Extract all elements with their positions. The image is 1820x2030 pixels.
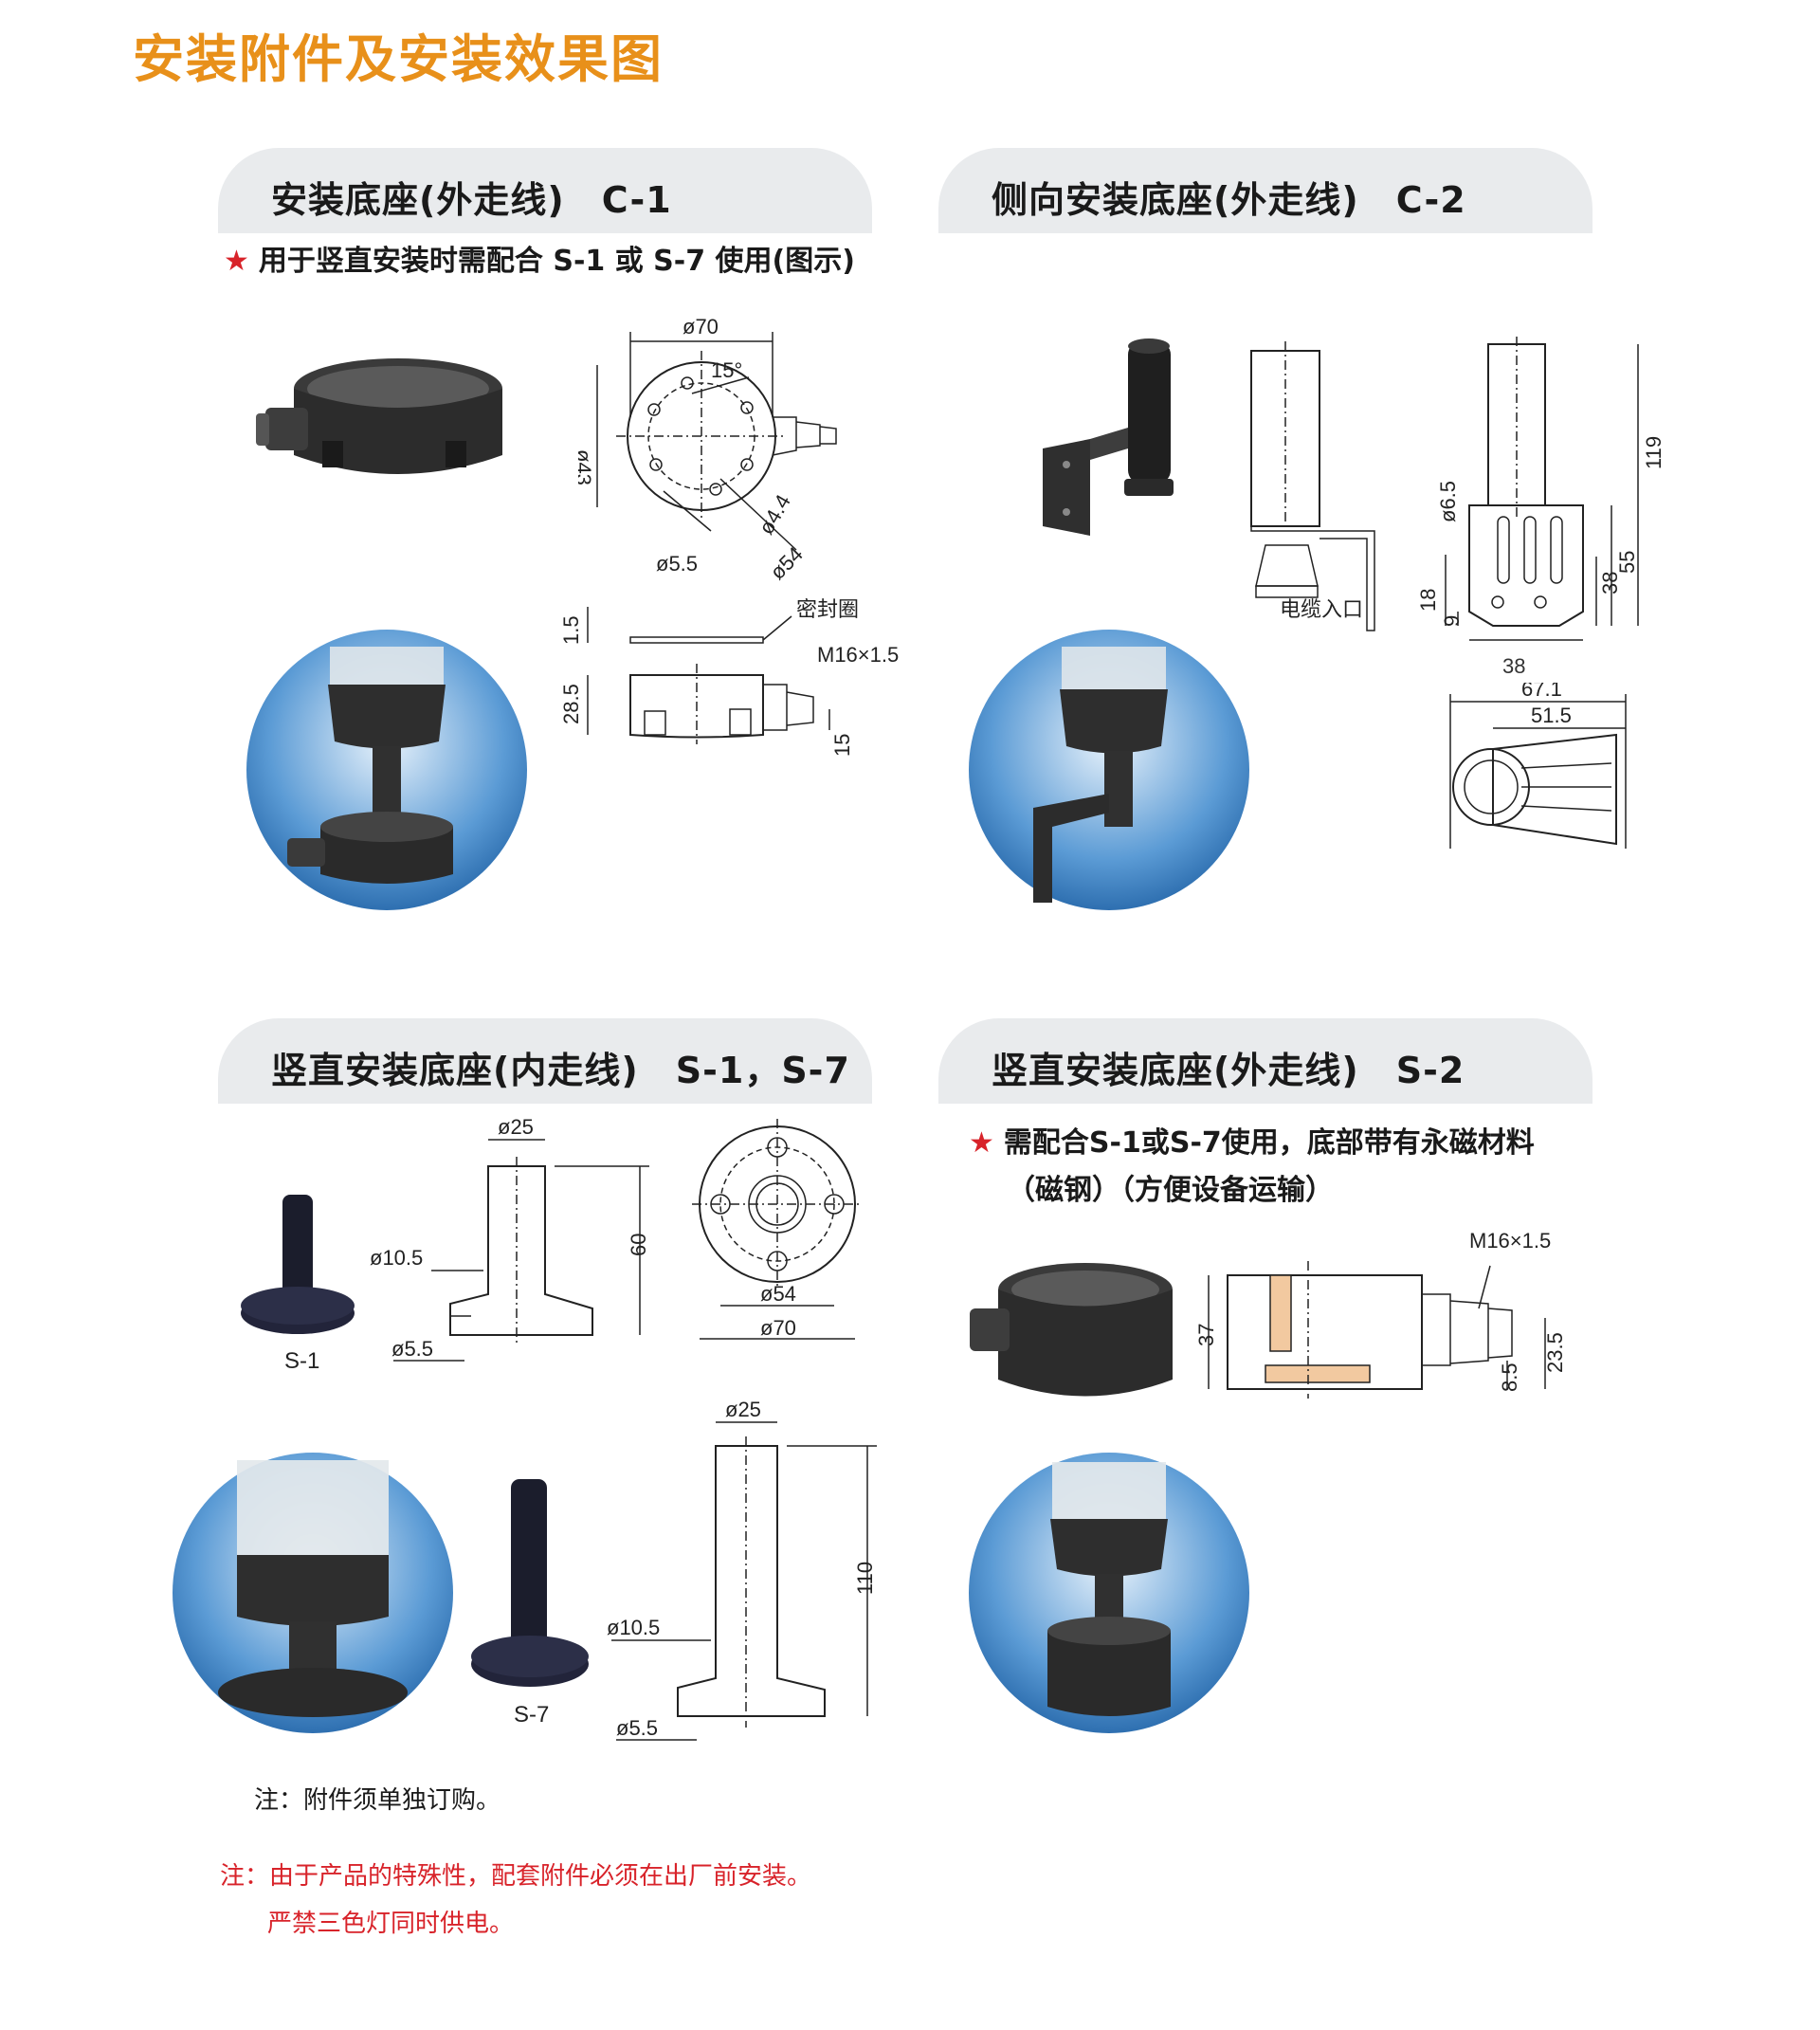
s2-dim-h235: 23.5 — [1543, 1332, 1567, 1373]
section-header-s2: 竖直安装底座(外走线) S-2 — [938, 1018, 1592, 1104]
c1-dim-d44: ø4.4 — [754, 490, 795, 539]
c1-dim-d54: ø54 — [765, 542, 807, 584]
c2-dim-h119: 119 — [1642, 436, 1664, 469]
s2-dim-thread: M16×1.5 — [1469, 1229, 1551, 1253]
s2-effect-photo — [969, 1453, 1249, 1733]
c2-dim-cable: 电缆入口 — [1280, 597, 1363, 621]
c1-dim-d43: ø43 — [578, 449, 595, 485]
c2-dim-h55: 55 — [1615, 551, 1639, 574]
c1-dim-d55: ø5.5 — [656, 552, 698, 576]
section-title-c1: 安装底座(外走线) C-1 — [271, 179, 672, 221]
s2-dim-h37: 37 — [1194, 1324, 1218, 1346]
c2-front-drawing: ø6.5 119 55 38 18 9 — [1416, 337, 1664, 641]
c1-note-text: 用于竖直安装时需配合 S-1 或 S-7 使用(图示) — [258, 245, 855, 278]
s2-drawing: M16×1.5 37 8.5 23.5 — [1194, 1229, 1567, 1399]
s2-note-line2: （磁钢）（方便设备运输） — [1007, 1174, 1334, 1207]
c2-dim-w38: 38 — [1502, 654, 1526, 678]
c2-bracket-photo — [1043, 338, 1174, 536]
c1-base-photo — [256, 358, 502, 474]
c1-dim-thread: M16×1.5 — [817, 643, 899, 667]
s1-caption: S-1 — [284, 1348, 320, 1374]
s1-dim-h60: 60 — [627, 1234, 650, 1256]
c2-dim-h9: 9 — [1440, 615, 1464, 627]
red-note-line1: 注：由于产品的特殊性，配套附件必须在出厂前安装。 — [220, 1862, 812, 1891]
s2-dim-h85: 8.5 — [1498, 1362, 1521, 1392]
star-icon: ★ — [224, 245, 249, 278]
s1-dim-d105: ø10.5 — [370, 1246, 423, 1270]
order-note: 注：附件须单独订购。 — [254, 1786, 501, 1815]
s7-dim-d55: ø5.5 — [616, 1716, 658, 1740]
s7-dim-h110: 110 — [853, 1562, 877, 1595]
page-title: 安装附件及安装效果图 — [133, 29, 664, 89]
c2-side-drawing: 电缆入口 — [1250, 341, 1375, 631]
s1-dim-d70: ø70 — [760, 1316, 796, 1340]
s7-effect-photo — [173, 1453, 453, 1733]
section-header-c1: 安装底座(外走线) C-1 — [218, 148, 872, 233]
c1-note: ★ 用于竖直安装时需配合 S-1 或 S-7 使用(图示) — [224, 237, 855, 279]
s2-base-photo — [970, 1263, 1173, 1397]
c2-dim-h18: 18 — [1416, 589, 1440, 612]
s1-dim-d55: ø5.5 — [391, 1337, 433, 1361]
c2-dim-h38: 38 — [1598, 572, 1622, 594]
s2-note: ★ 需配合S-1或S-7使用，底部带有永磁材料 — [969, 1119, 1535, 1161]
section-title-s1s7: 竖直安装底座(内走线) S-1，S-7 — [271, 1050, 850, 1091]
c1-dim-h285: 28.5 — [559, 684, 583, 724]
s7-dim-d105: ø10.5 — [607, 1616, 660, 1639]
c2-dim-w671: 67.1 — [1521, 683, 1562, 701]
section-header-c2: 侧向安装底座(外走线) C-2 — [938, 148, 1592, 233]
c2-dim-d65: ø6.5 — [1436, 481, 1460, 522]
star-icon: ★ — [969, 1126, 994, 1160]
c1-dim-h15b: 15 — [830, 734, 854, 757]
red-note-line2: 严禁三色灯同时供电。 — [267, 1910, 515, 1938]
c2-bottom-drawing: 67.1 51.5 — [1449, 683, 1627, 849]
s7-side-drawing: ø25 110 ø10.5 ø5.5 — [607, 1398, 877, 1741]
c1-dim-d70: ø70 — [682, 315, 719, 338]
s1-photo — [241, 1195, 355, 1334]
s7-dim-d25: ø25 — [725, 1398, 761, 1421]
s1-top-drawing: ø54 ø70 — [692, 1119, 863, 1340]
c1-dim-seal: 密封圈 — [796, 597, 859, 621]
c1-side-view-drawing: 1.5 密封圈 M16×1.5 28.5 15 — [559, 597, 899, 757]
c2-effect-photo — [969, 630, 1249, 910]
c1-top-view-drawing: ø70 15° ø43 ø4.4 ø5.5 ø54 — [578, 315, 837, 584]
c2-dim-w515: 51.5 — [1531, 704, 1572, 727]
c1-effect-photo — [246, 630, 527, 910]
s7-caption: S-7 — [514, 1702, 550, 1728]
section-header-s1s7: 竖直安装底座(内走线) S-1，S-7 — [218, 1018, 872, 1104]
section-title-c2: 侧向安装底座(外走线) C-2 — [992, 179, 1466, 221]
s1-side-drawing: ø25 ø10.5 60 ø5.5 — [370, 1119, 650, 1362]
s7-photo — [471, 1479, 589, 1687]
s1-dim-d25: ø25 — [498, 1119, 534, 1139]
c1-dim-h15: 1.5 — [559, 615, 583, 645]
s1-dim-d54: ø54 — [760, 1282, 796, 1306]
section-title-s2: 竖直安装底座(外走线) S-2 — [992, 1050, 1465, 1091]
s2-note-line1: 需配合S-1或S-7使用，底部带有永磁材料 — [1003, 1126, 1535, 1160]
c1-dim-angle: 15° — [711, 358, 742, 382]
